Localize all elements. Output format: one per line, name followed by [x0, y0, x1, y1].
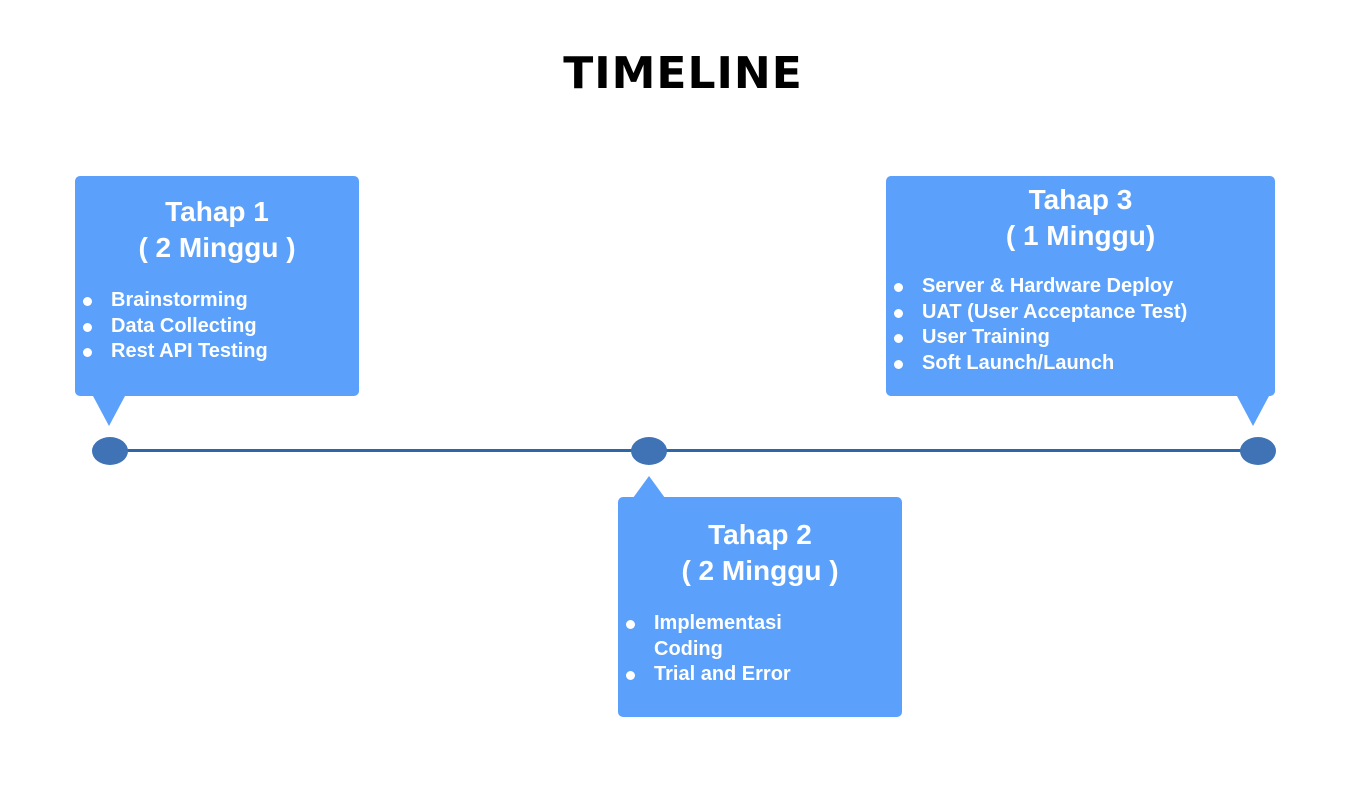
stage-activity-list: Server & Hardware Deploy UAT (User Accep… — [886, 274, 1275, 376]
stage-duration: ( 2 Minggu ) — [138, 232, 296, 263]
stage-title: Tahap 3 — [1028, 184, 1133, 215]
list-item: Implementasi Coding — [618, 611, 848, 662]
timeline-node-2 — [631, 437, 667, 465]
list-item: Brainstorming — [75, 288, 359, 314]
stage-duration: ( 1 Minggu) — [1005, 220, 1156, 251]
list-item: Server & Hardware Deploy — [886, 274, 1275, 300]
timeline-line — [110, 449, 1258, 452]
stage-card-2: Tahap 2 ( 2 Minggu ) Implementasi Coding… — [618, 497, 902, 717]
list-item: Trial and Error — [618, 662, 848, 688]
list-item: Rest API Testing — [75, 339, 359, 365]
stage-activity-list: Brainstorming Data Collecting Rest API T… — [75, 288, 359, 365]
callout-pointer-2 — [633, 476, 665, 498]
list-item: Soft Launch/Launch — [886, 351, 1275, 377]
list-item: Data Collecting — [75, 314, 359, 340]
stage-title: Tahap 1 — [165, 196, 269, 227]
page-title: TIMELINE — [563, 48, 803, 99]
stage-activity-list: Implementasi Coding Trial and Error — [618, 611, 848, 688]
timeline-node-1 — [92, 437, 128, 465]
stage-card-3: Tahap 3 ( 1 Minggu) Server & Hardware De… — [886, 176, 1275, 396]
callout-pointer-3 — [1237, 396, 1269, 426]
list-item: UAT (User Acceptance Test) — [886, 300, 1275, 326]
stage-duration: ( 2 Minggu ) — [681, 555, 839, 586]
stage-title: Tahap 2 — [708, 519, 812, 550]
stage-card-1: Tahap 1 ( 2 Minggu ) Brainstorming Data … — [75, 176, 359, 396]
timeline-node-3 — [1240, 437, 1276, 465]
list-item: User Training — [886, 325, 1275, 351]
callout-pointer-1 — [93, 396, 125, 426]
